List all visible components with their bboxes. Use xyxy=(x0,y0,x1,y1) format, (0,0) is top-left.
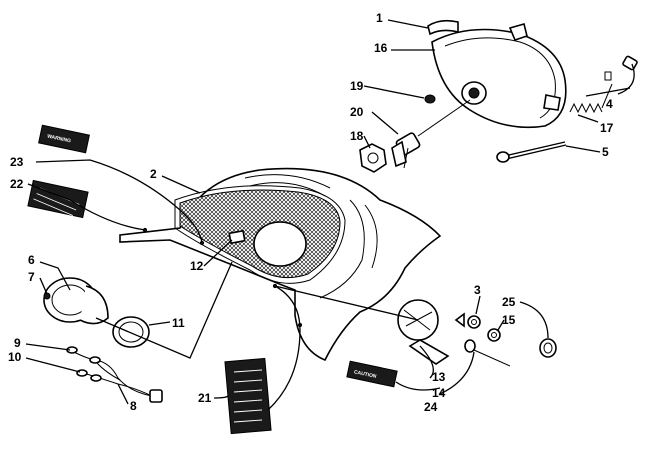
callout-7: 7 xyxy=(28,270,35,284)
callout-4: 4 xyxy=(606,97,613,111)
callout-16: 16 xyxy=(374,41,388,55)
decal-24: CAUTION xyxy=(346,360,398,388)
callout-labels: 1 2 3 4 5 6 7 8 9 10 11 12 13 14 15 16 1… xyxy=(8,11,614,414)
washer-3 xyxy=(454,312,481,329)
decal-21 xyxy=(224,357,272,435)
callout-5: 5 xyxy=(602,145,609,159)
callout-1: 1 xyxy=(376,11,383,25)
gauge-ring xyxy=(112,316,150,348)
decal-22 xyxy=(27,179,89,219)
bulb-bolt xyxy=(424,94,436,104)
callout-19: 19 xyxy=(350,79,364,93)
nut-15 xyxy=(487,328,501,342)
callout-24: 24 xyxy=(424,400,438,414)
callout-14: 14 xyxy=(432,386,446,400)
decal-24-text: CAUTION xyxy=(353,369,377,380)
gauge xyxy=(43,277,109,325)
leader-lines xyxy=(25,19,635,411)
callout-15: 15 xyxy=(502,313,516,327)
clip-25 xyxy=(539,338,557,358)
bulb-assembly xyxy=(391,132,421,169)
callout-2: 2 xyxy=(150,167,157,181)
callout-22: 22 xyxy=(10,177,24,191)
callout-6: 6 xyxy=(28,253,35,267)
adjusting-nut xyxy=(604,55,638,81)
callout-12: 12 xyxy=(190,259,204,273)
callout-18: 18 xyxy=(350,129,364,143)
callout-10: 10 xyxy=(8,350,22,364)
adjusting-spring xyxy=(569,83,613,114)
decal-23-text: WARNING xyxy=(47,134,72,145)
headlight-housing xyxy=(431,23,567,129)
decal-23: WARNING xyxy=(38,124,90,154)
bulb-clip xyxy=(427,19,459,36)
callout-8: 8 xyxy=(130,399,137,413)
bulb-socket xyxy=(359,143,387,173)
adjusting-screw xyxy=(496,141,567,163)
callout-11: 11 xyxy=(172,316,185,330)
callout-17: 17 xyxy=(600,121,614,135)
wiring-harness xyxy=(66,346,163,403)
hood-fairing xyxy=(119,167,442,362)
light-housing-13 xyxy=(397,299,450,365)
callout-25: 25 xyxy=(502,295,516,309)
callout-13: 13 xyxy=(432,370,446,384)
callout-3: 3 xyxy=(474,283,481,297)
callout-9: 9 xyxy=(14,336,21,350)
callout-20: 20 xyxy=(350,105,364,119)
light-bulb-14 xyxy=(464,339,511,367)
callout-21: 21 xyxy=(198,391,212,405)
callout-23: 23 xyxy=(10,155,24,169)
